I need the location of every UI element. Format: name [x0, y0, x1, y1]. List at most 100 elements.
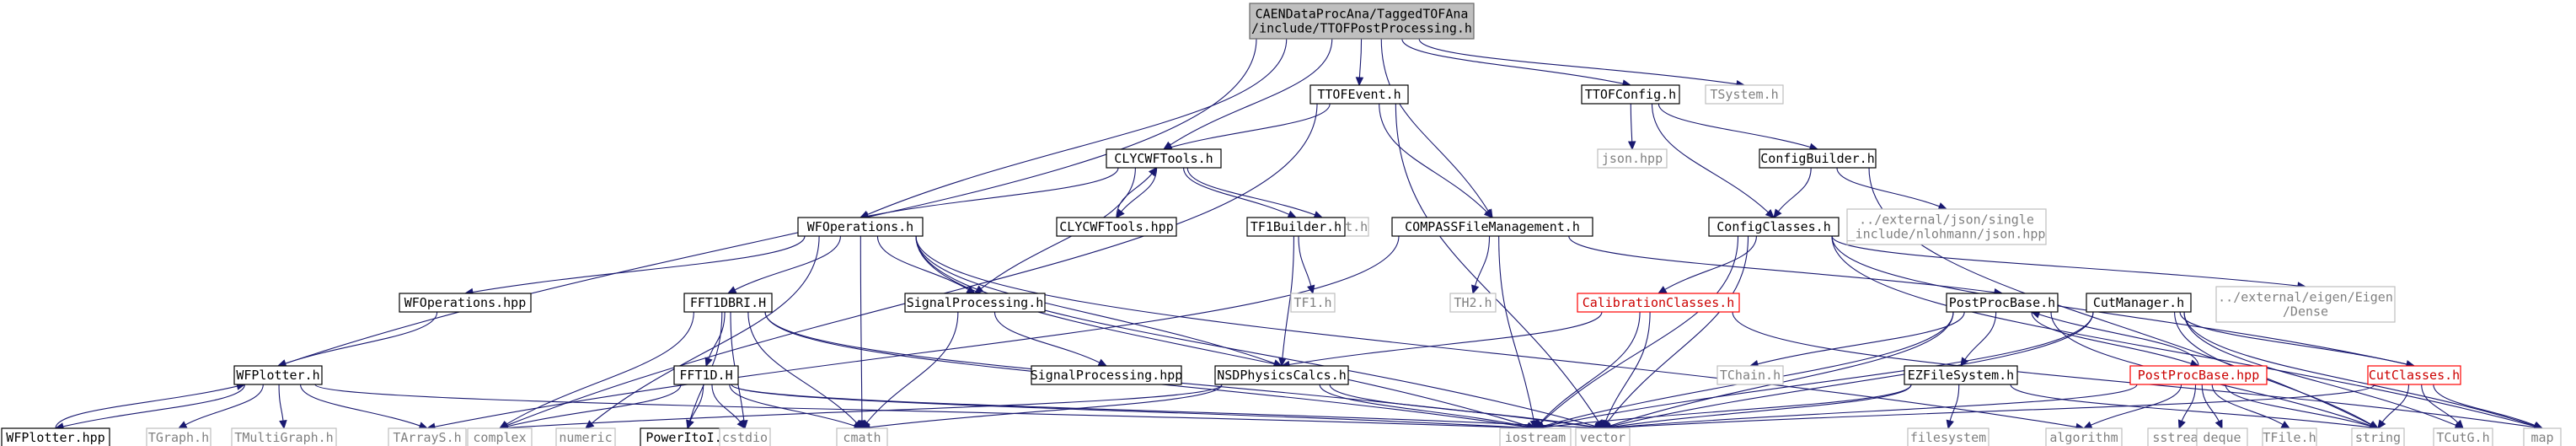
edge-ttofconfig-to-configbuilder [1658, 103, 1819, 151]
node-sigprochpp[interactable]: SignalProcessing.hpp [1031, 365, 1183, 385]
node-label: TF1.h [1293, 295, 1331, 310]
node-wfops[interactable]: WFOperations.h [797, 217, 924, 237]
node-eigen: ../external/eigen/Eigen/Dense [2215, 286, 2396, 323]
node-algorithm: algorithm [2045, 427, 2123, 446]
edge-root-to-clycwf [1162, 38, 1333, 150]
edge-line [300, 384, 420, 427]
edge-clycwfhpp-to-clycwf [1116, 167, 1158, 218]
node-wfplotterhpp[interactable]: WFPlotter.hpp [1, 427, 110, 446]
node-label: TMultiGraph.h [234, 430, 333, 445]
node-label: WFPlotter.hpp [6, 430, 104, 445]
edge-line [1116, 173, 1153, 218]
node-box [1249, 3, 1475, 40]
node-ttofevent[interactable]: TTOFEvent.h [1309, 84, 1409, 105]
node-ttofconfig[interactable]: TTOFConfig.h [1581, 84, 1680, 105]
node-calib[interactable]: CalibrationClasses.h [1577, 293, 1740, 313]
node-configbuilder[interactable]: ConfigBuilder.h [1759, 148, 1877, 169]
node-postprocbase[interactable]: PostProcBase.h [1946, 293, 2059, 313]
node-clycwfhpp[interactable]: CLYCWFTools.hpp [1056, 217, 1177, 237]
edge-line [1282, 235, 1294, 359]
edge-postprocbase-to-postprochpp [2031, 311, 2200, 368]
edge-arrowhead [1471, 284, 1480, 295]
edge-line [1540, 311, 1641, 423]
node-cutmanager[interactable]: CutManager.h [2086, 293, 2192, 313]
node-fft1dbri[interactable]: FFT1DBRI.H [683, 293, 773, 313]
node-clycwf[interactable]: CLYCWFTools.h [1106, 148, 1222, 169]
node-label: ConfigBuilder.h [1760, 151, 1874, 166]
node-label: cstdio [722, 430, 768, 445]
node-wfopshpp[interactable]: WFOperations.hpp [399, 293, 532, 313]
edge-wfplotter-to-wfplotterhpp [54, 384, 245, 431]
edge-arrowhead [1627, 141, 1636, 151]
edge-line [1949, 384, 1960, 422]
node-box [1499, 427, 1572, 446]
node-label: TArrayS.h [393, 430, 461, 445]
edge-line [711, 384, 742, 423]
edge-line [2211, 384, 2284, 426]
node-label: deque [2203, 430, 2241, 445]
node-box [719, 427, 771, 446]
node-label: _include/nlohmann/json.hpp [1848, 227, 2046, 242]
edge-line [314, 384, 1529, 429]
edge-line [915, 235, 1596, 427]
edge-line [1609, 311, 2094, 427]
edge-wfops-to-iostream [915, 235, 1537, 430]
edge-fft1dbri-to-cmath [747, 311, 863, 429]
node-postprochpp[interactable]: PostProcBase.hpp [2129, 365, 2268, 385]
node-compass[interactable]: COMPASSFileManagement.h [1391, 217, 1593, 237]
node-label: CAENDataProcAna/TaggedTOFAna [1256, 7, 1469, 22]
node-label: string [2355, 430, 2401, 445]
node-box [2045, 427, 2123, 446]
edge-wfplotter-to-tarrays [300, 384, 429, 430]
node-label: TGraph.h [148, 430, 209, 445]
node-label: WFOperations.h [807, 219, 913, 234]
edge-postprocbase-to-ezfs [1960, 311, 1997, 368]
edge-ezfs-to-string [2010, 384, 2380, 432]
edge-line [1498, 235, 1534, 422]
node-ezfs[interactable]: EZFileSystem.h [1904, 365, 2018, 385]
node-nsdphys[interactable]: NSDPhysicsCalcs.h [1214, 365, 1349, 385]
node-root[interactable]: CAENDataProcAna/TaggedTOFAna/include/TTO… [1249, 3, 1475, 40]
node-poweritoi[interactable]: PowerItoI.H [640, 427, 736, 446]
node-configclasses[interactable]: ConfigClasses.h [1708, 217, 1840, 237]
node-label: FFT1D.H [679, 368, 732, 383]
node-box [1214, 365, 1349, 385]
edge-line [506, 384, 1223, 429]
edge-line [1418, 38, 1738, 85]
node-sigproc[interactable]: SignalProcessing.h [904, 293, 1046, 313]
node-box [2196, 427, 2248, 446]
node-box [467, 427, 533, 446]
edge-line [2181, 384, 2197, 422]
edge-arrowhead [2177, 419, 2186, 430]
edge-wfplotter-to-tmultigraph [278, 384, 287, 430]
edge-arrowhead [1116, 208, 1125, 218]
node-box [1597, 148, 1668, 169]
node-label: SignalProcessing.h [907, 295, 1044, 310]
nodes-layer: CAENDataProcAna/TaggedTOFAna/include/TTO… [1, 3, 2562, 446]
edge-ezfs-to-iostream [1534, 384, 1912, 432]
edge-line [506, 384, 682, 427]
edge-line [2421, 384, 2459, 423]
node-label: PostProcBase.h [1949, 295, 2055, 310]
edge-line [1609, 384, 2138, 428]
edge-line [866, 311, 959, 423]
node-box [1946, 293, 2059, 313]
node-cutclasses[interactable]: CutClasses.h [2367, 365, 2461, 385]
node-jsonhpp: json.hpp [1597, 148, 1668, 169]
edge-line [1121, 167, 1158, 212]
node-wfplotter[interactable]: WFPlotter.h [233, 365, 323, 385]
edge-line [1358, 38, 1363, 78]
edge-fft1d-to-cstdio [711, 384, 746, 429]
node-box [1759, 148, 1877, 169]
node-box [1106, 148, 1222, 169]
edge-line [434, 235, 1400, 427]
node-label: ConfigClasses.h [1716, 219, 1830, 234]
node-tf1builder[interactable]: TF1Builder.h [1246, 217, 1346, 237]
edge-line [2201, 384, 2220, 422]
node-fft1d[interactable]: FFT1D.H [673, 365, 739, 385]
edge-root-to-wfops [859, 38, 1288, 218]
node-tfile: TFile.h [2262, 427, 2317, 446]
node-box [1846, 208, 2047, 245]
edge-line [1183, 167, 1289, 215]
edge-line [2225, 384, 2371, 427]
